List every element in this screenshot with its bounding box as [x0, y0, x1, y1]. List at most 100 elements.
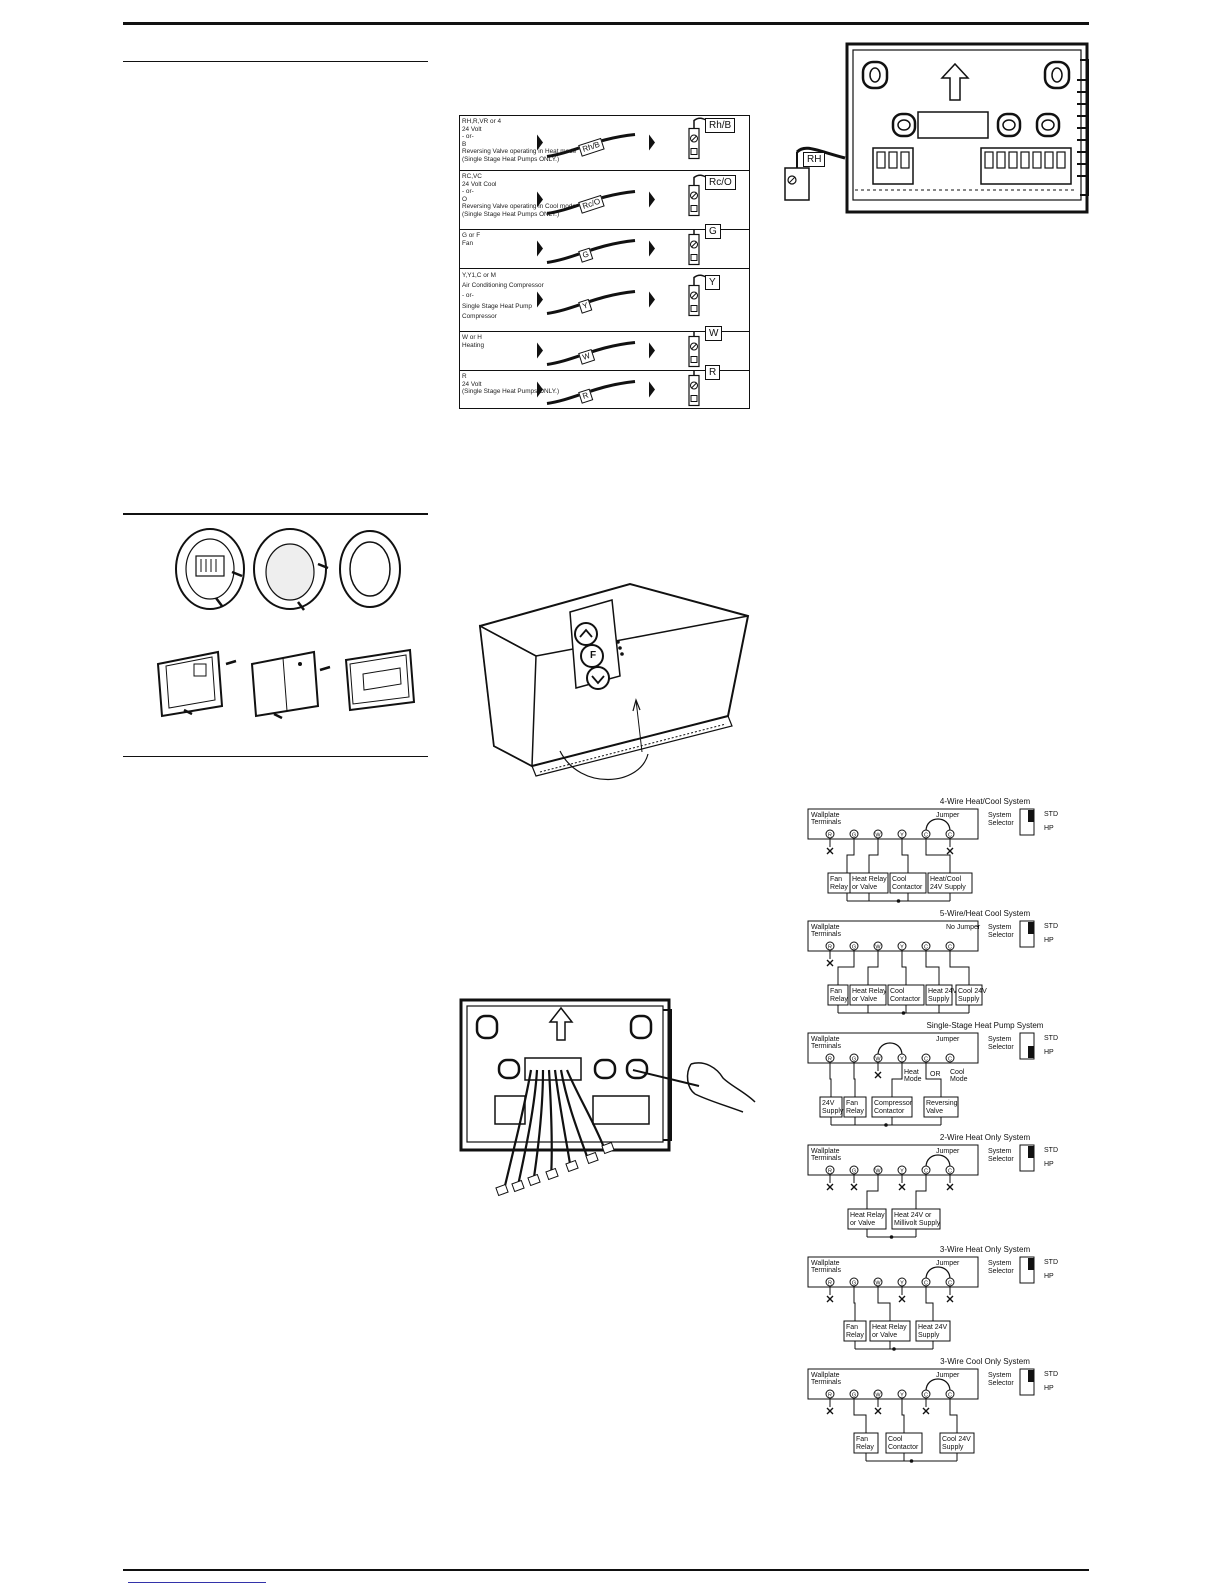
terminal-letter: C [948, 1281, 952, 1287]
terminal-tag: R [705, 364, 721, 380]
terminal-letter: G [852, 1393, 856, 1399]
terminals-label: Terminals [811, 931, 841, 938]
control-wire [901, 950, 907, 985]
control-wire [949, 950, 970, 985]
wire-chart-line: O [462, 195, 467, 203]
device-box-label: Heat Relay [852, 988, 887, 995]
junction-dot [909, 1459, 914, 1463]
wire-chart-line: (Single Stage Heat Pumps ONLY.) [462, 388, 560, 396]
hp-label: HP [1044, 1273, 1054, 1280]
wire-chart-row-divider [459, 229, 750, 230]
arrow-right-icon [537, 191, 543, 208]
wire-chart [459, 115, 750, 409]
device-box-label: Millivolt Supply [894, 1220, 941, 1227]
terminal-letter: W [875, 1393, 881, 1399]
device-box-label: or Valve [872, 1332, 897, 1339]
device-box-label: Reversing [926, 1100, 958, 1107]
device-box-label: Cool 24V [958, 988, 987, 995]
control-wire [837, 950, 855, 985]
terminal-letter: Y [900, 1393, 904, 1399]
control-wire [867, 950, 879, 985]
terminal-letter: Y [900, 833, 904, 839]
wire-chart-line: - or- [462, 292, 474, 300]
terminal-letter: G [852, 1057, 856, 1063]
device-box-label: Cool [892, 876, 907, 883]
terminal-letter: W [875, 1057, 881, 1063]
wallplate-wiring-illustration [459, 998, 756, 1197]
arrow-right-icon [537, 291, 543, 308]
terminal-letter: C [948, 1393, 952, 1399]
control-wire [866, 1174, 879, 1209]
x-mark-icon [946, 847, 954, 855]
wire-chart-line: 24 Volt [462, 380, 482, 388]
device-box-label: 24V [822, 1100, 835, 1107]
std-label: STD [1044, 1147, 1058, 1154]
device-box-label: Heat/Cool [930, 876, 962, 883]
device-box-label: Fan [830, 876, 842, 883]
terminal-tag: Y [705, 274, 720, 290]
device-box-label: Relay [830, 884, 848, 891]
selector-label: System [988, 1260, 1012, 1267]
control-wire [853, 1286, 856, 1321]
f-button-label: F [590, 650, 597, 661]
terminal-letter: W [875, 833, 881, 839]
wire-chart-row-divider [459, 370, 750, 371]
terminal-letter: R [828, 1057, 832, 1063]
selector-label: System [988, 1148, 1012, 1155]
x-mark-icon [826, 1295, 834, 1303]
bottom-rule [123, 1569, 1089, 1571]
control-wire [868, 838, 879, 873]
wire-chart-line: Single Stage Heat Pump [462, 302, 532, 310]
device-box-label: Contactor [888, 1444, 919, 1451]
terminal-letter: C [924, 1393, 928, 1399]
wire-chart-line: W or H [462, 334, 482, 341]
device-box-label: Heat 24V [918, 1324, 948, 1331]
system-title: 4-Wire Heat/Cool System [940, 797, 1031, 806]
arrow-right-icon [537, 134, 543, 151]
control-wire [925, 1062, 942, 1097]
wire-chart-line: RC,VC [462, 173, 482, 180]
wallplate-label: Wallplate [811, 924, 840, 931]
wire-chart-line: Compressor [462, 312, 497, 320]
terminal-letter: G [852, 833, 856, 839]
wire-chart-line: - or- [462, 188, 474, 196]
std-label: STD [1044, 923, 1058, 930]
system-title: 2-Wire Heat Only System [940, 1133, 1031, 1142]
selector-label: System [988, 924, 1012, 931]
wallplate-label: Wallplate [811, 1148, 840, 1155]
arrow-right-icon [649, 291, 655, 308]
device-box-label: Compressor [874, 1100, 913, 1107]
device-box-label: Contactor [890, 996, 921, 1003]
device-box-label: Relay [856, 1444, 874, 1451]
hp-label: HP [1044, 825, 1054, 832]
jumper-label: No Jumper [946, 924, 981, 931]
std-label: STD [1044, 811, 1058, 818]
wire-chart-line: G or F [462, 232, 481, 239]
control-wire [949, 1398, 958, 1433]
terminal-letter: R [828, 945, 832, 951]
device-box-label: or Valve [852, 884, 877, 891]
control-wire [829, 1062, 832, 1097]
control-wire [891, 1062, 903, 1097]
terminal-letter: W [875, 1169, 881, 1175]
device-box-label: or Valve [852, 996, 877, 1003]
device-box-label: Fan [846, 1100, 858, 1107]
x-mark-icon [826, 959, 834, 967]
terminals-label: Terminals [811, 819, 841, 826]
or-label: OR [930, 1071, 941, 1078]
selector-knob [1028, 1046, 1034, 1058]
jumper-wire [925, 1378, 951, 1392]
hp-label: HP [1044, 1049, 1054, 1056]
wire-chart-line: 24 Volt [462, 125, 482, 133]
terminal-letter: G [852, 945, 856, 951]
terminal-letter: C [924, 1169, 928, 1175]
device-box-label: Heat Relay [852, 876, 887, 883]
left-column-rule-2 [123, 513, 428, 515]
device-box-label: Cool [890, 988, 905, 995]
device-box-label: Cool [888, 1436, 903, 1443]
system-title: 3-Wire Heat Only System [940, 1245, 1031, 1254]
footer-link-underline [128, 1582, 266, 1583]
